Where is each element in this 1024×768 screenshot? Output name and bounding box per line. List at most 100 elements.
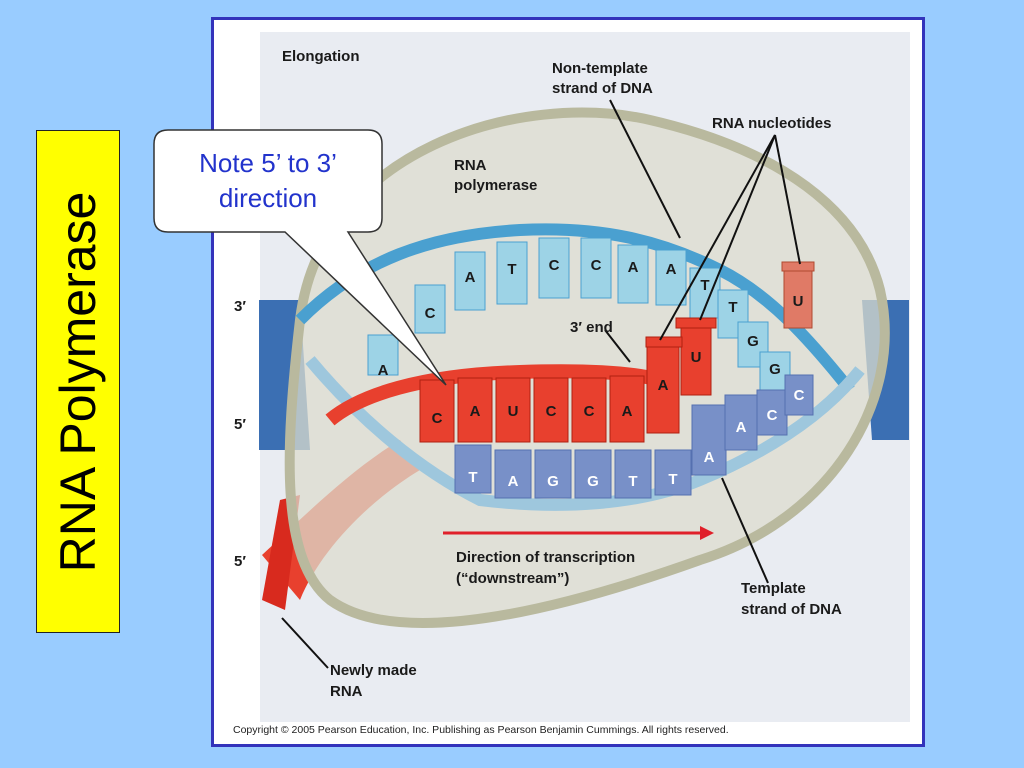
rna-base-letter: U <box>691 349 702 366</box>
top-base-letter: G <box>747 333 759 350</box>
top-base-letter: C <box>425 305 436 322</box>
template-base-letter: T <box>468 469 477 486</box>
label-rna-polymerase-1: RNA <box>454 157 487 174</box>
rna-backbone <box>325 364 662 426</box>
label-rna-nucleotides: RNA nucleotides <box>712 115 831 132</box>
top-base-2 <box>454 251 486 311</box>
label-3-end: 3′ end <box>570 319 613 336</box>
rna-base-letter: C <box>584 403 595 420</box>
heading-elongation: Elongation <box>282 48 360 65</box>
end-label-5-prime: 5′ <box>234 416 246 433</box>
callout-bubble <box>153 129 447 386</box>
template-base-letter: A <box>736 419 747 436</box>
top-base-6 <box>617 244 649 304</box>
top-base-letter: C <box>549 257 560 274</box>
leader-template <box>721 477 769 584</box>
rna-base-letter: C <box>432 410 443 427</box>
top-base-letter: C <box>591 257 602 274</box>
leader-non-template <box>609 99 681 239</box>
template-base-8 <box>756 389 788 436</box>
template-base-5 <box>654 449 692 496</box>
label-direction-2: (“downstream”) <box>456 570 569 587</box>
label-rna-polymerase-2: polymerase <box>454 177 537 194</box>
rna-base-6 <box>646 344 680 434</box>
side-title-box: RNA Polymerase <box>36 130 120 633</box>
leader-rna-nucleotide-2 <box>699 134 776 321</box>
nucleotide-cap <box>675 317 717 329</box>
rna-bases <box>419 267 813 443</box>
template-backbone <box>305 356 865 511</box>
template-base-letter: C <box>794 387 805 404</box>
template-base-7 <box>724 394 758 451</box>
template-base-letter: G <box>547 473 559 490</box>
top-base-1 <box>414 284 446 334</box>
rna-base-4 <box>571 377 607 443</box>
template-base-letter: A <box>704 449 715 466</box>
template-base-letters: T A G G T T A A C C <box>468 387 804 490</box>
template-base-6 <box>691 404 727 476</box>
label-non-template-1: Non-template <box>552 60 648 77</box>
label-direction-1: Direction of transcription <box>456 549 635 566</box>
top-base-letter: T <box>507 261 516 278</box>
leader-rna-nucleotide-1 <box>659 134 776 341</box>
top-base-letter: T <box>700 277 709 294</box>
label-non-template-2: strand of DNA <box>552 80 653 97</box>
top-base-letter: A <box>378 362 389 379</box>
rna-base-5 <box>609 375 645 443</box>
template-base-9 <box>784 374 814 416</box>
template-base-0 <box>454 444 492 494</box>
top-base-letter: G <box>769 361 781 378</box>
template-base-letter: T <box>668 471 677 488</box>
leader-3-end <box>604 329 631 363</box>
template-strand-bases <box>454 374 814 499</box>
template-base-2 <box>534 449 572 499</box>
leader-newly-made-rna <box>281 617 329 669</box>
template-base-3 <box>574 449 612 499</box>
nucleotide-cap <box>645 336 683 348</box>
top-base-7 <box>655 249 687 306</box>
top-base-letter: A <box>465 269 476 286</box>
top-base-letter: T <box>728 299 737 316</box>
end-label-3-prime: 3′ <box>234 298 246 315</box>
callout-line-1: Note 5’ to 3’ <box>199 148 337 178</box>
rna-base-letter: A <box>622 403 633 420</box>
rna-base-3 <box>533 377 569 443</box>
template-base-letter: T <box>628 473 637 490</box>
rna-base-letter: A <box>470 403 481 420</box>
rna-base-7 <box>680 324 712 396</box>
label-template-1: Template <box>741 580 806 597</box>
top-base-3 <box>496 241 528 305</box>
top-base-4 <box>538 237 570 299</box>
label-template-2: strand of DNA <box>741 601 842 618</box>
rna-base-0 <box>419 379 455 443</box>
copyright-text: Copyright © 2005 Pearson Education, Inc.… <box>233 724 729 736</box>
direction-arrow-head <box>700 526 714 540</box>
callout-text: Note 5’ to 3’ direction <box>156 146 380 216</box>
top-strand-base-letters: A C A T C C A A T T G G <box>378 257 781 379</box>
leader-rna-nucleotide-3 <box>774 134 801 265</box>
label-newly-made-2: RNA <box>330 683 363 700</box>
rna-base-8 <box>783 267 813 329</box>
top-base-5 <box>580 237 612 299</box>
top-base-0 <box>367 334 399 376</box>
template-base-letter: G <box>587 473 599 490</box>
end-label-5-prime-rna: 5′ <box>234 553 246 570</box>
top-base-letter: A <box>666 261 677 278</box>
top-base-letter: A <box>628 259 639 276</box>
rna-base-letter: C <box>546 403 557 420</box>
template-base-letter: A <box>508 473 519 490</box>
rna-base-letter: U <box>508 403 519 420</box>
label-newly-made-1: Newly made <box>330 662 417 679</box>
template-base-4 <box>614 449 652 499</box>
rna-base-letter: U <box>793 293 804 310</box>
template-base-1 <box>494 449 532 499</box>
rna-base-letters: C A U C C A A U U <box>432 293 804 427</box>
rna-base-1 <box>457 377 493 443</box>
rna-base-2 <box>495 377 531 443</box>
rna-base-letter: A <box>658 377 669 394</box>
nucleotide-cap <box>781 261 815 272</box>
template-base-letter: C <box>767 407 778 424</box>
callout-line-2: direction <box>218 183 318 213</box>
top-strand-bases <box>367 237 791 393</box>
